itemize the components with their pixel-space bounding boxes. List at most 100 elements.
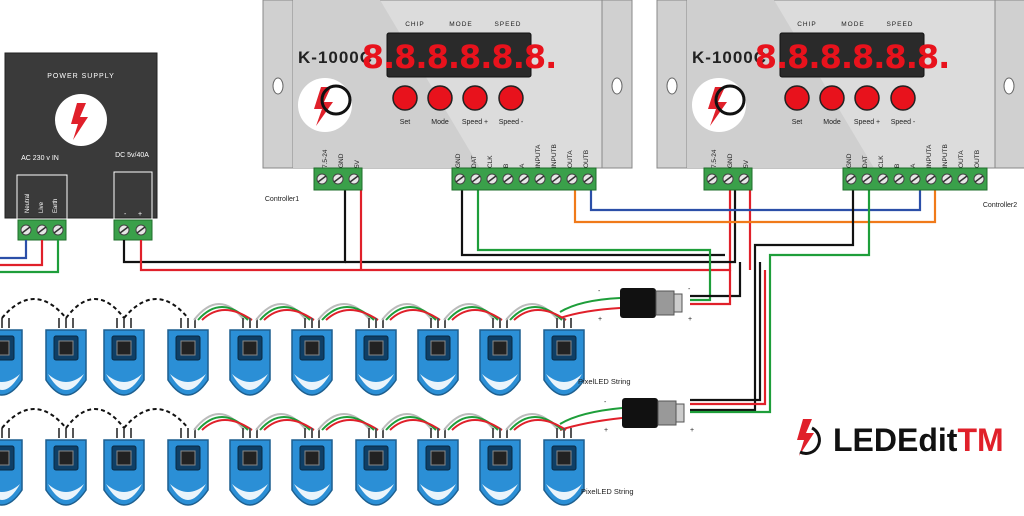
controller-1-label-chip: CHIP — [405, 21, 425, 28]
led-pixel — [193, 413, 271, 506]
led-pixel — [443, 303, 521, 396]
controller-2-terminal-gnd: GND — [727, 153, 734, 168]
controller-2-speed-up-button[interactable] — [854, 85, 880, 111]
controller-2-terminal-b: B — [894, 164, 901, 168]
controller-1-terminal-outa: OUTA — [567, 150, 574, 168]
controller-2-mode-button[interactable] — [819, 85, 845, 111]
brand-name: LEDEditTM — [833, 422, 1004, 458]
controller-1-terminal-out-gnd: GND — [455, 153, 462, 168]
controller-1-terminal-b: B — [503, 164, 510, 168]
controller-1-speed-up-label: Speed + — [462, 119, 488, 126]
dc-terminal-plus: + — [138, 211, 142, 218]
controller-2-terminal-inputb: INPUTB — [942, 144, 949, 168]
controller-2-terminal-inputa: INPUTA — [926, 144, 933, 168]
controller-1-mode-button[interactable] — [427, 85, 453, 111]
controller-1-label-speed: SPEED — [494, 21, 521, 28]
bolt-icon — [797, 419, 821, 456]
controller-2-terminal-vin: 7.5-24 — [711, 149, 718, 168]
controller-1-terminal-vin: 7.5-24 — [322, 149, 329, 168]
controller-2-terminal-out-gnd: GND — [846, 153, 853, 168]
controller-2-set-label: Set — [792, 119, 803, 126]
string-2-label: PixelLED String — [581, 487, 634, 496]
dc-terminal-block — [113, 219, 153, 241]
power-supply-title: POWER SUPPLY — [47, 73, 115, 80]
controller-2-label-mode: MODE — [841, 21, 865, 28]
string-2-plus-out: + — [690, 427, 694, 434]
controller-1-set-label: Set — [400, 119, 411, 126]
led-string-1 — [0, 298, 585, 396]
led-pixel — [193, 303, 271, 396]
string-2-minus: - — [604, 399, 607, 406]
controller-1-logo — [298, 78, 352, 132]
string-2-minus-out: - — [690, 397, 693, 404]
led-pixel — [505, 303, 585, 396]
controller-1-display — [386, 32, 532, 78]
power-supply: POWER SUPPLY AC 230 v IN DC 5v/40A Neutr… — [4, 52, 158, 241]
string-1-plus: + — [598, 316, 602, 323]
led-pixel — [255, 413, 333, 506]
wires — [0, 190, 937, 414]
controller-1-speed-up-button[interactable] — [462, 85, 488, 111]
controller-2-display-digits: 8.8.8.8.8.8. — [755, 38, 950, 76]
string-2-plus: + — [604, 427, 608, 434]
led-pixel — [1, 408, 87, 506]
controller-1-display-digits: 8.8.8.8.8.8. — [362, 38, 557, 76]
string-1-minus: - — [598, 288, 601, 295]
dc-output-label: DC 5v/40A — [115, 152, 149, 159]
controller-1-set-button[interactable] — [392, 85, 418, 111]
led-pixel — [0, 318, 23, 396]
led-pixel — [65, 408, 145, 506]
ac-input-label: AC 230 v IN — [21, 155, 59, 162]
controller-2-label-speed: SPEED — [886, 21, 913, 28]
controller-1-caption: Controller1 — [265, 196, 299, 203]
controller-2-label-chip: CHIP — [797, 21, 817, 28]
controller-2-speed-down-label: Speed - — [891, 119, 916, 126]
led-pixel — [381, 303, 459, 396]
controller-2-mode-label: Mode — [823, 119, 841, 126]
controller-2-right-terminal-block — [842, 167, 988, 191]
led-pixel — [505, 413, 585, 506]
controller-2-speed-down-button[interactable] — [890, 85, 916, 111]
controller-1-terminal-5v: 5V — [354, 159, 361, 168]
led-pixel — [123, 408, 209, 506]
string-2-connector: - + - + — [559, 397, 694, 434]
led-pixel — [0, 428, 23, 506]
dc-terminal-minus: - — [124, 211, 127, 218]
controller-1-speed-down-button[interactable] — [498, 85, 524, 111]
string-1-label: PixelLED String — [578, 377, 631, 386]
controller-2-left-terminal-block — [703, 167, 753, 191]
string-1-minus-out: - — [688, 286, 691, 293]
controller-2-terminal-clk: CLK — [878, 155, 885, 168]
controller-1-label-mode: MODE — [449, 21, 473, 28]
led-pixel — [381, 413, 459, 506]
controller-1-terminal-a: A — [519, 163, 526, 168]
ac-terminal-block — [17, 219, 67, 241]
ac-terminal-earth: Earth — [53, 199, 59, 213]
controller-2-terminal-5v: 5V — [743, 159, 750, 168]
led-string-2 — [0, 408, 585, 506]
controller-1-right-terminal-block — [451, 167, 597, 191]
led-pixel — [123, 298, 209, 396]
controller-2-display — [779, 32, 925, 78]
controller-2-terminal-outb: OUTB — [974, 150, 981, 168]
controller-2: K-1000C CHIP MODE SPEED 8.8.8.8.8.8. Set… — [656, 0, 1024, 209]
brand-logo: LEDEditTM — [797, 419, 1004, 458]
led-pixel — [317, 303, 397, 396]
ac-terminal-live: Live — [39, 201, 45, 213]
string-1-plus-out: + — [688, 316, 692, 323]
controller-2-model: K-1000C — [692, 48, 767, 67]
controller-1-terminal-clk: CLK — [487, 155, 494, 168]
controller-1-terminal-outb: OUTB — [583, 150, 590, 168]
led-pixel — [443, 413, 521, 506]
controller-1-speed-down-label: Speed - — [499, 119, 524, 126]
controller-1-left-terminal-block — [313, 167, 363, 191]
controller-2-logo — [692, 78, 746, 132]
controller-2-set-button[interactable] — [784, 85, 810, 111]
led-pixel — [317, 413, 397, 506]
led-pixel — [1, 298, 87, 396]
power-supply-logo — [55, 94, 107, 146]
controller-1-terminal-inputa: INPUTA — [535, 144, 542, 168]
led-pixel — [65, 298, 145, 396]
led-pixel — [255, 303, 333, 396]
